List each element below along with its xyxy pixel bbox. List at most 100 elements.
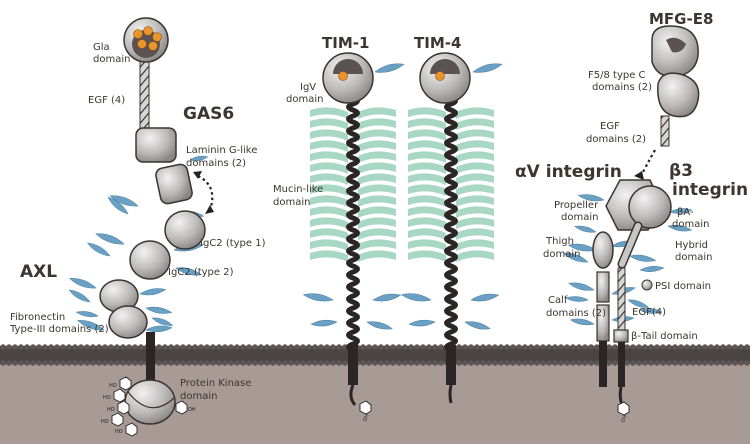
lipid-head [42,360,48,366]
stalk-glycan [310,319,338,327]
egf4-int-label: EGF(4) [632,307,666,318]
lipid-head [420,360,426,366]
lipid-head [30,360,36,366]
mucin-glycan [456,118,494,130]
mucin-glycan [310,151,348,163]
axl-glycan [75,311,99,318]
lipid-head [396,360,402,366]
axl-kinase-domain [124,379,176,425]
lipid-head [90,360,96,366]
lipid-head [282,360,288,366]
lipid-head [240,360,246,366]
axl-title: AXL [20,262,57,282]
integrin-glycan [629,254,657,262]
lipid-head [18,344,24,350]
tim4-igv-domain [419,52,471,104]
lipid-head [510,360,516,366]
lipid-head [606,344,612,350]
lipid-head [300,344,306,350]
axl-glycan [86,242,111,257]
integrin-glycan [627,299,650,308]
lipid-head [438,360,444,366]
mucin-glycan [456,140,494,152]
lipid-head [366,344,372,350]
lipid-head [12,344,18,350]
lipid-head [336,344,342,350]
lipid-head [372,360,378,366]
mucin-glycan [310,173,348,185]
lipid-head [54,360,60,366]
mucin-glycans-tim1 [302,63,405,330]
lipid-head [210,360,216,366]
tyrosine-ring [119,376,132,391]
lipid-head [546,360,552,366]
stalk-glycan [400,293,432,302]
mucin-glycan [358,239,396,251]
lipid-head [660,360,666,366]
beta3-transmembrane [618,342,625,387]
lipid-head [192,344,198,350]
lipid-head [690,360,696,366]
lipid-head [234,360,240,366]
lipid-head [324,360,330,366]
lipid-head [378,344,384,350]
lipid-head [90,344,96,350]
lipid-head [360,344,366,350]
lipid-head [258,360,264,366]
axl-fibronectin-2 [108,305,148,339]
lipid-head [510,344,516,350]
stalk-glycan [408,319,436,327]
integrin-tyrosine: OH [617,401,630,424]
lipid-head [294,360,300,366]
lipid-head [570,360,576,366]
lipid-head [114,344,120,350]
lipid-head [60,360,66,366]
tim1-receptor: OH [302,52,405,423]
lipid-head [654,344,660,350]
lipid-head [252,344,258,350]
alphav-title: αV integrin [515,162,622,182]
lipid-head [264,360,270,366]
lipid-head [744,344,750,350]
mucin-glycan [310,107,348,119]
lipid-head [384,360,390,366]
lipid-head [84,360,90,366]
lipid-head [576,360,582,366]
lipid-head [474,344,480,350]
lipid-head [72,344,78,350]
lipid-head [534,344,540,350]
lipid-head [708,360,714,366]
lipid-head [192,360,198,366]
mucin-glycan [456,129,494,141]
lipid-head [306,360,312,366]
tyrosine-ring [125,422,138,437]
lipid-head [612,344,618,350]
lipid-head [408,360,414,366]
mucin-glycan [456,195,494,207]
lipid-head [504,360,510,366]
lipid-head [414,344,420,350]
lipid-head [132,344,138,350]
psi-label: PSI domain [655,281,711,292]
axl-glycan [151,317,174,326]
lipid-head [432,360,438,366]
integrin-glycan [669,208,693,214]
lipid-head [132,360,138,366]
axl-glycan [107,196,129,215]
lipid-head [204,344,210,350]
lipid-head [588,360,594,366]
mucin-glycan [358,107,396,119]
lipid-head [180,344,186,350]
f58-domain-2 [657,72,700,118]
stalk-glycan [464,321,491,330]
lipid-head [108,344,114,350]
hydroxyl-label: HO [107,407,115,413]
axl-glycan [139,288,167,296]
mucin-glycan [456,151,494,163]
mucin-glycan [456,228,494,240]
gas6-egf-stalk [139,59,150,129]
